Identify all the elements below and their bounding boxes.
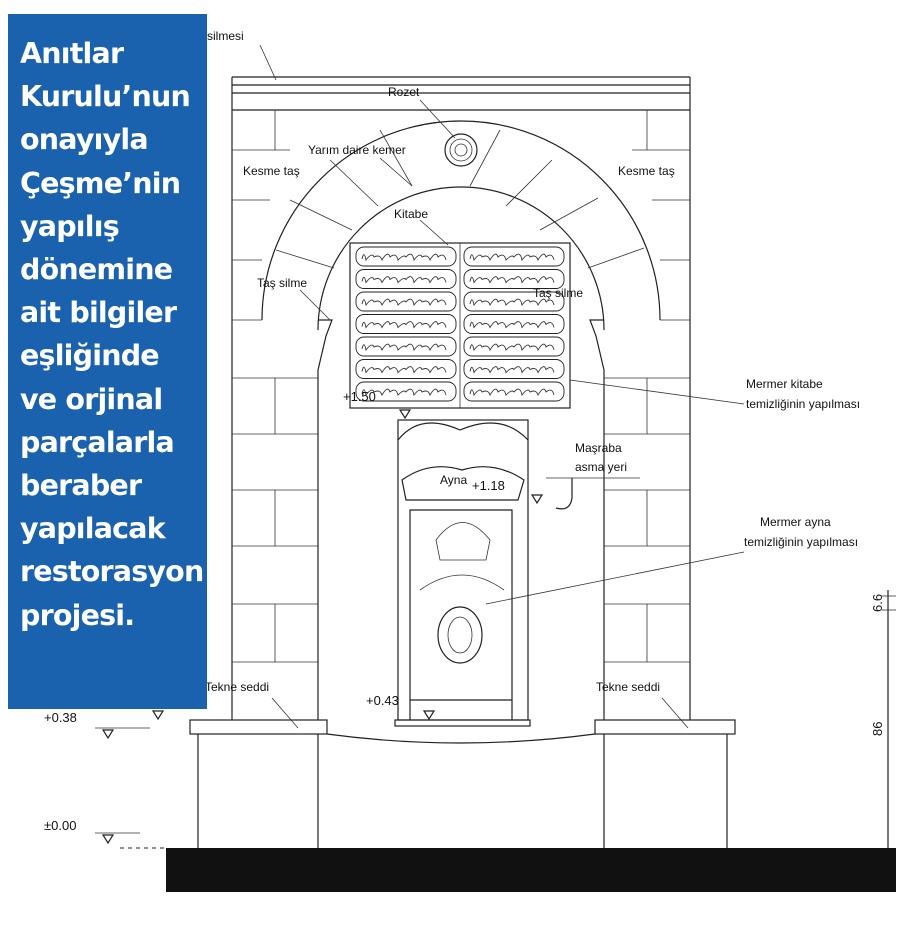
project-description-callout: Anıtlar Kurulu’nun onayıyla Çeşme’nin ya… [8, 14, 207, 709]
callout-line: dönemine [20, 253, 173, 287]
inscription-calligraphy [361, 321, 447, 329]
inscription-cartouche [463, 359, 565, 379]
inscription-cartouche [463, 246, 565, 267]
cup-hook [555, 478, 573, 510]
inscription-cartouche [463, 314, 565, 334]
callout-line: Çeşme’nin [20, 166, 181, 200]
stone-courses-right [604, 110, 690, 663]
inscription-cartouche [463, 269, 565, 289]
label-tekne-seddi-right: Tekne seddi [596, 680, 660, 694]
label-tas-silme-left: Taş silme [257, 276, 307, 290]
label-silme-top: silmesi [207, 29, 244, 43]
callout-text: Anıtlar Kurulu’nun onayıyla Çeşme’nin ya… [20, 32, 204, 637]
inscription-cartouche [355, 246, 457, 267]
inscription-cartouche [355, 269, 457, 289]
label-tas-silme-right: Taş silme [533, 286, 583, 300]
inscription-panel [349, 242, 571, 409]
inscription-cartouche [463, 291, 565, 312]
inscription-calligraphy [361, 298, 447, 307]
label-tekne-seddi-left: Tekne seddi [205, 680, 269, 694]
callout-line: beraber [20, 469, 142, 503]
label-kitabe: Kitabe [394, 207, 428, 221]
trough-ledges [189, 719, 736, 744]
inscription-calligraphy [469, 321, 555, 329]
semicircular-arch [261, 120, 661, 331]
inscription-cartouche [463, 381, 565, 402]
label-mermer-ayna-2: temizliğinin yapılması [744, 535, 858, 549]
callout-line: projesi. [20, 598, 135, 632]
callout-line: ve orjinal [20, 382, 163, 416]
callout-line: ait bilgiler [20, 296, 177, 330]
inscription-calligraphy [469, 298, 555, 307]
inscription-cartouche [355, 291, 457, 312]
label-mermer-kitabe-1: Mermer kitabe [746, 377, 823, 391]
label-kesme-tas-right: Kesme taş [618, 164, 675, 178]
level-ayna-top: +1.18 [472, 478, 505, 493]
inscription-cartouche [355, 336, 457, 357]
callout-line: parçalarla [20, 425, 175, 459]
level-tekne-top: +0.38 [44, 710, 77, 725]
base-walls [197, 734, 728, 848]
inscription-calligraphy [469, 343, 555, 352]
inscription-calligraphy [361, 388, 447, 397]
inscription-calligraphy [361, 276, 447, 284]
ground-slab [120, 847, 896, 892]
inscription-calligraphy [469, 366, 555, 374]
label-kesme-tas-left: Kesme taş [243, 164, 300, 178]
label-mermer-kitabe-2: temizliğinin yapılması [746, 397, 860, 411]
cornice [231, 76, 691, 111]
label-masraba-1: Maşraba [575, 441, 622, 455]
inscription-calligraphy [469, 388, 555, 397]
inscription-calligraphy [361, 343, 447, 352]
inscription-cartouche [355, 381, 457, 402]
inscription-calligraphy [361, 366, 447, 374]
rosette [444, 133, 478, 167]
callout-line: onayıyla [20, 123, 149, 157]
inscription-cartouche [355, 314, 457, 334]
level-markers [95, 409, 544, 845]
leader-lines [259, 44, 745, 729]
label-masraba-2: asma yeri [575, 460, 627, 474]
callout-line: yapılış [20, 209, 120, 243]
stone-moulding [317, 319, 605, 371]
dimension-upper: 6.6 [870, 594, 885, 612]
inscription-cartouche [463, 336, 565, 357]
fountain-mirror-stone [397, 419, 529, 721]
callout-line: yapılacak [20, 512, 166, 546]
stone-courses-left [232, 110, 318, 663]
level-ground: ±0.00 [44, 818, 76, 833]
inscription-calligraphy [469, 276, 555, 284]
dimension-lower: 86 [870, 722, 885, 736]
label-ayna: Ayna [440, 473, 467, 487]
callout-line: restorasyon [20, 555, 204, 589]
inscription-calligraphy [469, 253, 555, 262]
callout-line: eşliğinde [20, 339, 160, 373]
level-tekne-inner: +0.43 [366, 693, 399, 708]
level-kitabe-base: +1.50 [343, 389, 376, 404]
inscription-calligraphy [361, 253, 447, 262]
label-mermer-ayna-1: Mermer ayna [760, 515, 831, 529]
callout-line: Anıtlar [20, 37, 124, 70]
inscription-cartouche [355, 359, 457, 379]
label-rozet: Rozet [388, 85, 420, 99]
callout-line: Kurulu’nun [20, 80, 191, 114]
dimension-line [882, 590, 896, 848]
label-yarim-daire-kemer: Yarım daire kemer [308, 143, 406, 157]
